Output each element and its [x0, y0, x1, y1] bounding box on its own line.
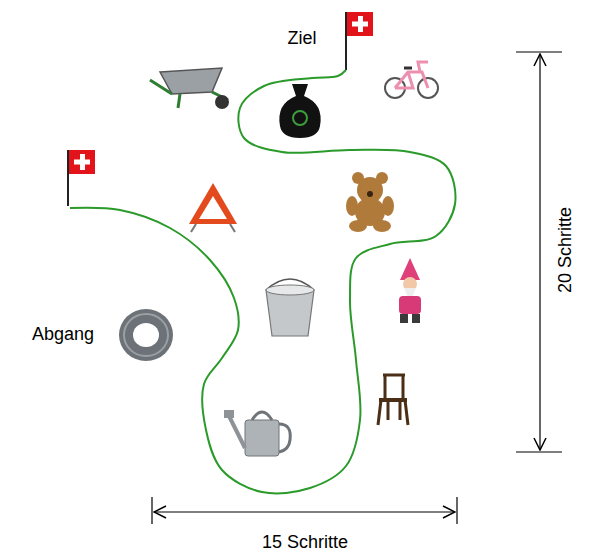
teddy-bear — [346, 172, 394, 232]
height-dimension — [516, 52, 562, 452]
chair — [378, 375, 408, 425]
garden-gnome — [399, 258, 421, 323]
start-flag — [68, 150, 95, 206]
place-label: Abgang — [32, 325, 94, 345]
warning-triangle — [189, 183, 237, 232]
bicycle — [385, 62, 438, 98]
dimension-label: 15 Schritte — [262, 533, 348, 553]
trash-bag — [279, 84, 320, 138]
tire — [119, 309, 173, 361]
goal-flag — [346, 12, 373, 70]
watering-can — [224, 410, 290, 456]
course-path — [70, 70, 455, 493]
wheelbarrow — [150, 68, 229, 109]
dimension-label: 20 Schritte — [556, 207, 576, 293]
bucket — [266, 279, 314, 336]
width-dimension — [152, 497, 457, 524]
place-label: Ziel — [287, 29, 316, 49]
